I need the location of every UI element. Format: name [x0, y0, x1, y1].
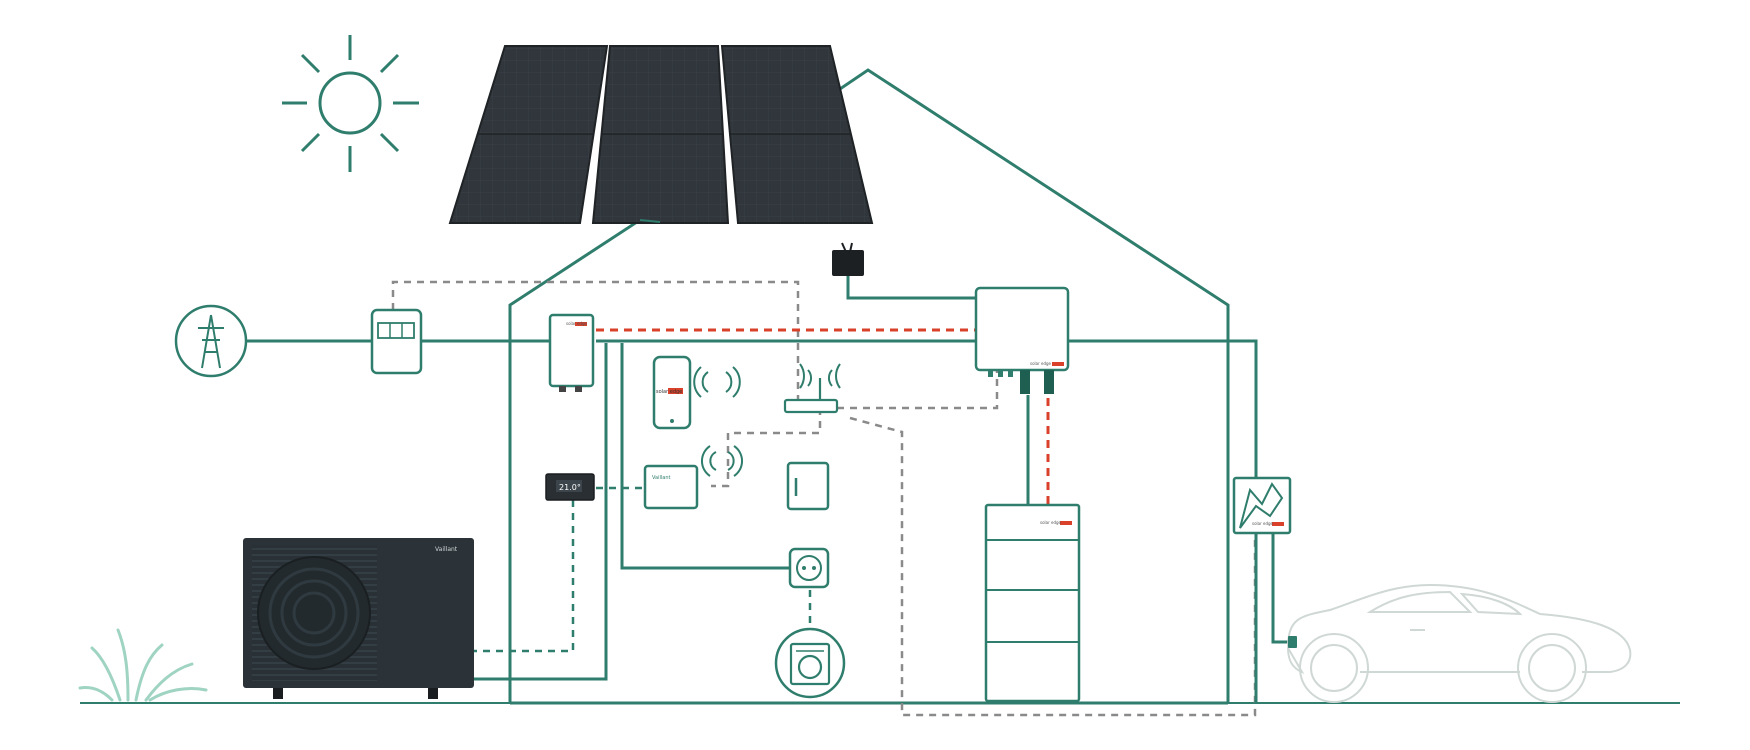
thermostat-links	[474, 486, 812, 653]
smart-energy-sensor	[786, 461, 830, 511]
wall-inverter: solar edge	[548, 313, 595, 392]
inverter-badge: solar edge	[566, 321, 588, 326]
hybrid-inverter: solar edge	[974, 286, 1070, 394]
ev-charging-point: solar edge	[1232, 476, 1292, 535]
heat-pump-fan-icon	[257, 556, 371, 670]
heat-pump-unit: Vaillant	[243, 538, 474, 699]
battery-storage: solar edge	[984, 503, 1081, 703]
app-badge: solar edge	[656, 389, 682, 395]
smart-socket	[788, 547, 830, 589]
heatpump-gateway: Vaillant	[643, 464, 699, 510]
sun-icon	[282, 35, 419, 172]
battery-badge: solar edge	[1040, 520, 1062, 525]
gateway-wireless-icon	[701, 445, 743, 477]
solar-panel-array	[448, 45, 874, 224]
ac-wiring	[246, 276, 1295, 703]
meter-badge: solar edge	[1252, 521, 1274, 526]
heatpump-badge: Vaillant	[435, 546, 458, 553]
data-communication-links	[391, 280, 1257, 717]
dc-power-links	[596, 328, 1050, 505]
grid-pylon-icon	[174, 304, 248, 378]
gateway-badge: Vaillant	[652, 475, 670, 481]
thermostat-display: 21.0°	[559, 483, 581, 492]
power-optimizer	[832, 242, 864, 276]
monitoring-app-phone: solar edge	[652, 355, 692, 430]
grass-icon	[78, 628, 208, 702]
hybrid-inverter-badge: solar edge	[1030, 361, 1052, 366]
room-thermostat: 21.0°	[545, 473, 595, 501]
electricity-meter	[370, 308, 423, 375]
wireless-signal-icon	[693, 366, 741, 398]
washing-machine-icon	[774, 627, 846, 699]
wifi-router	[783, 363, 841, 414]
electric-car-icon	[1286, 583, 1632, 703]
car-charging-port	[1288, 636, 1297, 648]
